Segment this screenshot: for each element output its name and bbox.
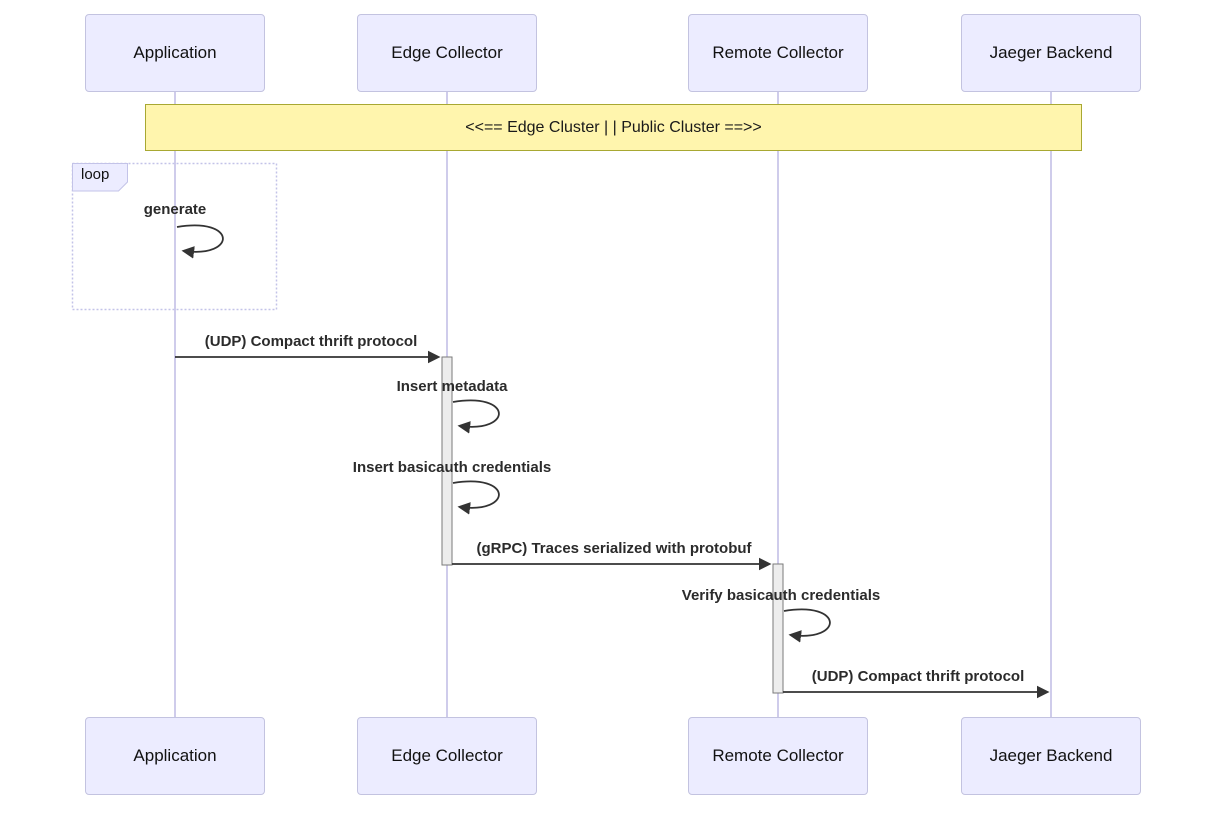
note-cluster-banner: <<== Edge Cluster | | Public Cluster ==>…	[145, 104, 1082, 151]
participant-top-jaeger-backend: Jaeger Backend	[961, 14, 1141, 92]
participant-label: Application	[133, 746, 217, 765]
participant-top-remote-collector: Remote Collector	[688, 14, 868, 92]
message-label-udp-thrift-1: (UDP) Compact thrift protocol	[204, 333, 418, 350]
message-label-insert-metadata: Insert metadata	[396, 378, 508, 395]
participant-label: Jaeger Backend	[989, 43, 1113, 62]
activation-edge-collector	[441, 356, 453, 566]
participant-bottom-application: Application	[85, 717, 265, 795]
participant-label: Remote Collector	[712, 43, 844, 62]
loop-label-tab	[72, 163, 128, 192]
participant-bottom-edge-collector: Edge Collector	[357, 717, 537, 795]
participant-label: Edge Collector	[391, 43, 503, 62]
participant-top-application: Application	[85, 14, 265, 92]
selfloop-verify-basicauth	[783, 608, 831, 643]
note-text: <<== Edge Cluster | | Public Cluster ==>…	[465, 118, 762, 136]
message-label-grpc-protobuf: (gRPC) Traces serialized with protobuf	[476, 540, 752, 557]
message-label-generate: generate	[143, 201, 207, 218]
selfloop-insert-metadata	[452, 399, 500, 434]
loop-frame	[71, 162, 278, 311]
selfloop-generate	[176, 224, 224, 259]
participant-bottom-remote-collector: Remote Collector	[688, 717, 868, 795]
message-label-udp-thrift-2: (UDP) Compact thrift protocol	[811, 668, 1025, 685]
participant-label: Application	[133, 43, 217, 62]
message-label-verify-basicauth: Verify basicauth credentials	[681, 587, 881, 604]
participant-label: Edge Collector	[391, 746, 503, 765]
participant-bottom-jaeger-backend: Jaeger Backend	[961, 717, 1141, 795]
message-label-insert-basicauth: Insert basicauth credentials	[352, 459, 552, 476]
participant-label: Remote Collector	[712, 746, 844, 765]
loop-frame-label: loop	[81, 166, 110, 183]
activation-remote-collector	[772, 563, 784, 694]
selfloop-insert-basicauth	[452, 480, 500, 515]
participant-top-edge-collector: Edge Collector	[357, 14, 537, 92]
participant-label: Jaeger Backend	[989, 746, 1113, 765]
